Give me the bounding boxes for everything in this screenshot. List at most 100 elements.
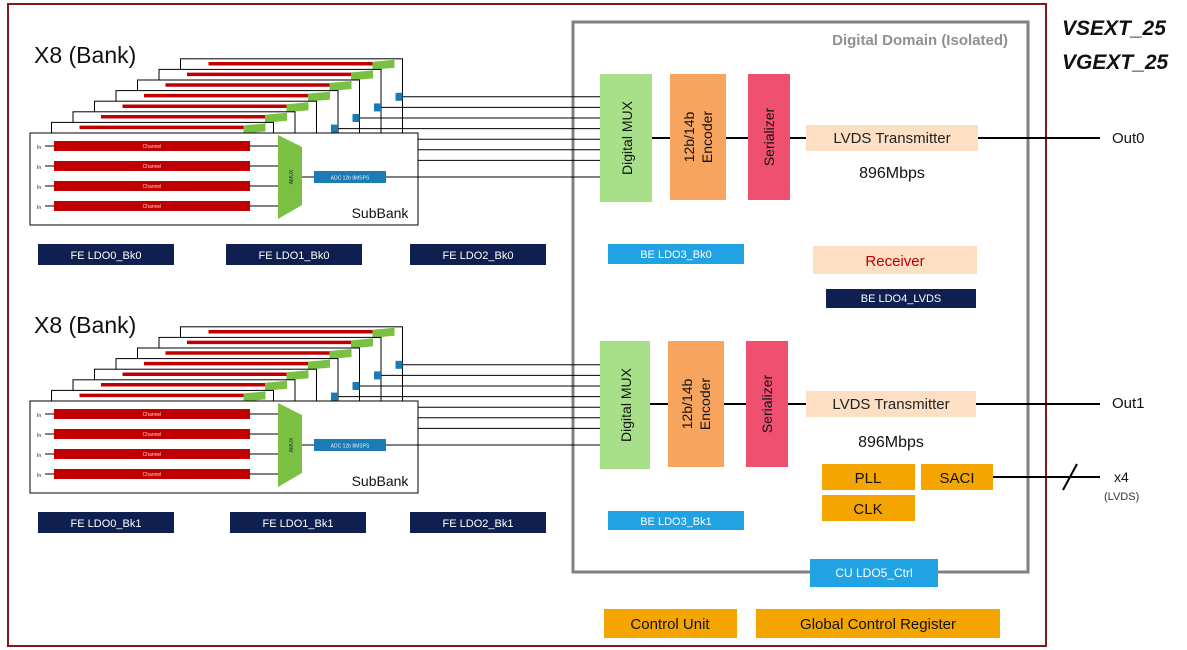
encoder-0: 12b/14b Encoder <box>670 74 726 200</box>
digital-mux-0: Digital MUX <box>600 74 652 202</box>
fe-ldo-0-bk0: FE LDO0_Bk0 <box>38 244 174 265</box>
svg-text:Digital MUX: Digital MUX <box>618 367 634 442</box>
svg-text:FE LDO2_Bk0: FE LDO2_Bk0 <box>443 250 514 262</box>
svg-text:LVDS Transmitter: LVDS Transmitter <box>833 130 950 147</box>
svg-text:FE LDO1_Bk1: FE LDO1_Bk1 <box>263 518 334 530</box>
pll-block: PLL <box>822 464 915 490</box>
svg-text:Digital MUX: Digital MUX <box>619 100 635 175</box>
adc-block <box>314 171 386 183</box>
channel-bar <box>54 469 250 479</box>
amux-shape <box>278 135 302 219</box>
svg-text:Encoder: Encoder <box>699 111 715 163</box>
fe-ldo-1-bk0: FE LDO1_Bk0 <box>226 244 362 265</box>
amux-shape <box>278 403 302 487</box>
svg-text:Serializer: Serializer <box>759 374 775 433</box>
be-ldo-4-lvds: BE LDO4_LVDS <box>826 289 976 308</box>
cu-ldo-5-ctrl: CU LDO5_Ctrl <box>810 559 938 587</box>
svg-text:FE LDO0_Bk1: FE LDO0_Bk1 <box>71 518 142 530</box>
input-label: In <box>37 413 41 419</box>
svg-text:PLL: PLL <box>855 470 882 487</box>
digital-domain-title: Digital Domain (Isolated) <box>832 32 1008 49</box>
svg-text:Serializer: Serializer <box>761 107 777 166</box>
svg-text:Global Control Register: Global Control Register <box>800 616 956 633</box>
control-unit: Control Unit <box>604 609 737 638</box>
input-label: In <box>37 185 41 191</box>
svg-text:CU LDO5_Ctrl: CU LDO5_Ctrl <box>835 566 912 580</box>
channel-label: Channel <box>143 164 162 170</box>
channel-bar <box>54 409 250 419</box>
data-rate-0: 896Mbps <box>859 165 925 182</box>
svg-text:SACI: SACI <box>939 470 974 487</box>
input-label: In <box>37 453 41 459</box>
channel-label: Channel <box>143 412 162 418</box>
svg-text:12b/14b: 12b/14b <box>681 111 697 162</box>
input-label: In <box>37 165 41 171</box>
encoder-1: 12b/14b Encoder <box>668 341 724 467</box>
svg-text:12b/14b: 12b/14b <box>679 378 695 429</box>
chip-frame <box>7 3 1047 647</box>
channel-label: Channel <box>143 204 162 210</box>
channel-bar <box>54 141 250 151</box>
subbank-label: SubBank <box>352 205 410 221</box>
adc-label: ADC 12b 8MSPS <box>331 176 370 182</box>
input-label: In <box>37 473 41 479</box>
clk-block: CLK <box>822 495 915 521</box>
channel-bar <box>54 161 250 171</box>
svg-text:BE LDO3_Bk1: BE LDO3_Bk1 <box>640 516 712 528</box>
serializer-1: Serializer <box>746 341 788 467</box>
digital-domain-box <box>571 20 1030 574</box>
vsext-label: VSEXT_25 <box>1062 17 1166 40</box>
global-control-register: Global Control Register <box>756 609 1000 638</box>
vgext-label: VGEXT_25 <box>1062 51 1169 74</box>
svg-text:BE LDO3_Bk0: BE LDO3_Bk0 <box>640 249 712 261</box>
input-label: In <box>37 433 41 439</box>
amux-label: AMUX <box>289 437 295 452</box>
be-ldo-3-bk1: BE LDO3_Bk1 <box>608 511 744 530</box>
input-label: In <box>37 145 41 151</box>
svg-text:FE LDO1_Bk0: FE LDO1_Bk0 <box>259 250 330 262</box>
output-label-1: Out1 <box>1112 395 1145 412</box>
subbank-label: SubBank <box>352 473 410 489</box>
bank-1-title: X8 (Bank) <box>34 312 136 338</box>
bus-type-label: (LVDS) <box>1104 491 1139 503</box>
channel-bar <box>54 181 250 191</box>
adc-label: ADC 12b 8MSPS <box>331 444 370 450</box>
bus-slash <box>1062 463 1078 491</box>
lvds-transmitter-0: LVDS Transmitter <box>806 125 978 151</box>
fe-ldo-2-bk0: FE LDO2_Bk0 <box>410 244 546 265</box>
svg-text:Control Unit: Control Unit <box>630 616 710 633</box>
serializer-0: Serializer <box>748 74 790 200</box>
svg-text:LVDS Transmitter: LVDS Transmitter <box>832 396 949 413</box>
channel-label: Channel <box>143 184 162 190</box>
data-rate-1: 896Mbps <box>858 434 924 451</box>
svg-text:FE LDO0_Bk0: FE LDO0_Bk0 <box>71 250 142 262</box>
channel-bar <box>54 449 250 459</box>
lvds-transmitter-1: LVDS Transmitter <box>806 391 976 417</box>
channel-bar <box>54 429 250 439</box>
be-ldo-3-bk0: BE LDO3_Bk0 <box>608 244 744 264</box>
svg-text:FE LDO2_Bk1: FE LDO2_Bk1 <box>443 518 514 530</box>
channel-label: Channel <box>143 452 162 458</box>
adc-block <box>314 439 386 451</box>
saci-block: SACI <box>921 464 993 490</box>
svg-text:Encoder: Encoder <box>697 378 713 430</box>
amux-label: AMUX <box>289 169 295 184</box>
digital-mux-1: Digital MUX <box>600 341 650 469</box>
channel-label: Channel <box>143 144 162 150</box>
channel-label: Channel <box>143 432 162 438</box>
bus-width-label: x4 <box>1114 469 1129 485</box>
fe-ldo-2-bk1: FE LDO2_Bk1 <box>410 512 546 533</box>
output-label-0: Out0 <box>1112 130 1145 147</box>
channel-bar <box>54 201 250 211</box>
fe-ldo-1-bk1: FE LDO1_Bk1 <box>230 512 366 533</box>
input-label: In <box>37 205 41 211</box>
fe-ldo-0-bk1: FE LDO0_Bk1 <box>38 512 174 533</box>
svg-text:Receiver: Receiver <box>865 253 924 270</box>
channel-label: Channel <box>143 472 162 478</box>
svg-text:BE LDO4_LVDS: BE LDO4_LVDS <box>861 293 942 305</box>
